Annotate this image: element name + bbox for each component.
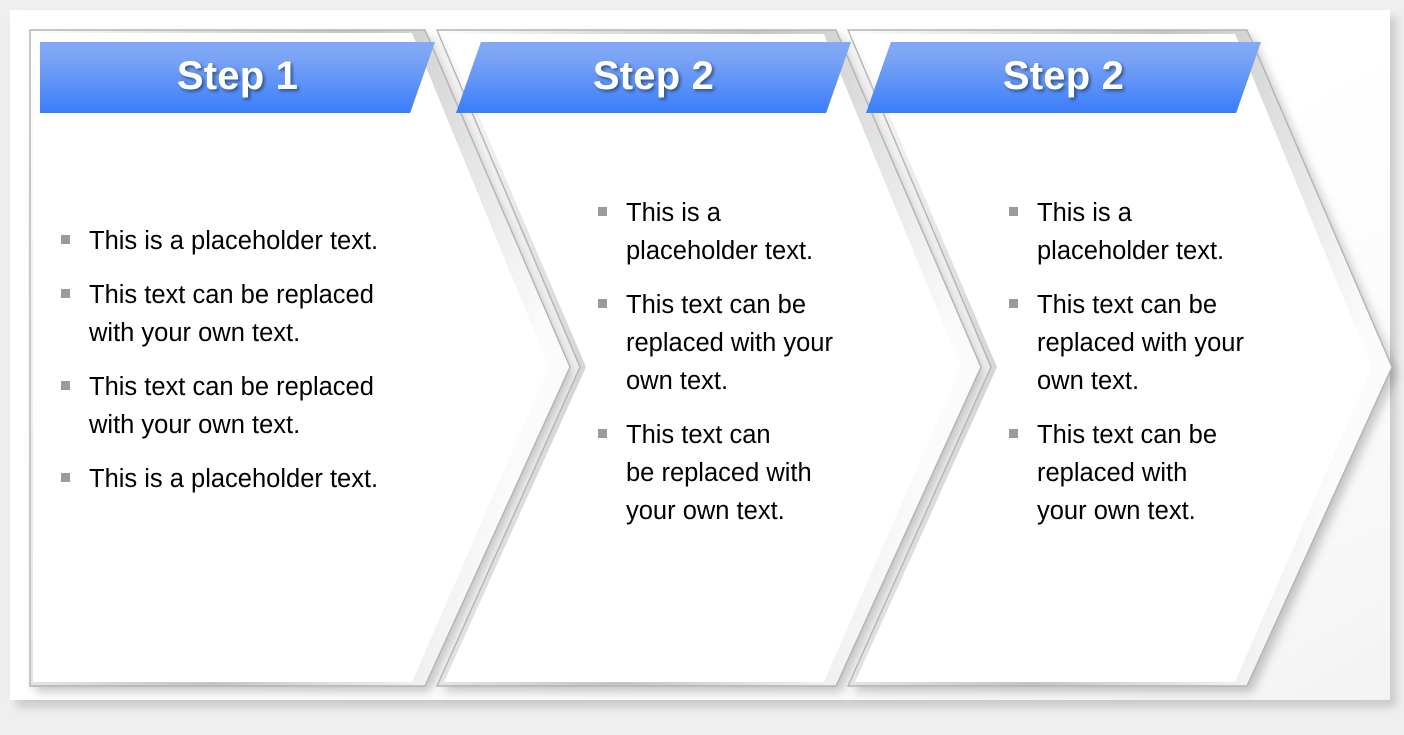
step-1-banner[interactable]: Step 1 xyxy=(40,42,435,113)
step-2-banner-label: Step 2 xyxy=(592,54,715,98)
list-item[interactable]: This text can be replaced with your own … xyxy=(57,368,437,444)
bullet-text: This is a placeholder text. xyxy=(1037,199,1225,265)
step-2-banner[interactable]: Step 2 xyxy=(456,42,851,113)
list-item[interactable]: This is a placeholder text. xyxy=(57,222,437,260)
list-item[interactable]: This is a placeholder text. xyxy=(57,460,437,498)
chevron-shape-3 xyxy=(846,29,1393,687)
bullet-text: This is a placeholder text. xyxy=(89,465,379,493)
step-3-banner-label: Step 2 xyxy=(1002,54,1125,98)
list-item[interactable]: This text can be replaced with your own … xyxy=(594,416,894,530)
step-3-banner[interactable]: Step 2 xyxy=(866,42,1261,113)
square-bullet-icon xyxy=(1009,207,1018,216)
bullet-text: This text can be replaced with your own … xyxy=(626,421,812,525)
square-bullet-icon xyxy=(61,381,70,390)
square-bullet-icon xyxy=(598,299,607,308)
bullet-text: This text can be replaced with your own … xyxy=(1037,291,1244,395)
step-3-bullet-list: This is a placeholder text. This text ca… xyxy=(1005,194,1305,546)
step-1-bullet-list: This is a placeholder text. This text ca… xyxy=(57,222,437,514)
step-1-banner-label: Step 1 xyxy=(176,54,299,98)
list-item[interactable]: This text can be replaced with your own … xyxy=(594,286,894,400)
chevron-shape-2 xyxy=(435,29,982,687)
list-item[interactable]: This text can be replaced with your own … xyxy=(57,276,437,352)
square-bullet-icon xyxy=(61,289,70,298)
bullet-text: This is a placeholder text. xyxy=(626,199,814,265)
step-2-bullet-list: This is a placeholder text. This text ca… xyxy=(594,194,894,546)
list-item[interactable]: This is a placeholder text. xyxy=(1005,194,1305,270)
square-bullet-icon xyxy=(61,235,70,244)
square-bullet-icon xyxy=(1009,299,1018,308)
square-bullet-icon xyxy=(598,429,607,438)
square-bullet-icon xyxy=(61,473,70,482)
bullet-text: This is a placeholder text. xyxy=(89,227,379,255)
bullet-text: This text can be replaced with your own … xyxy=(626,291,833,395)
bullet-text: This text can be replaced with your own … xyxy=(89,281,374,347)
chevron-shape-1 xyxy=(29,29,571,687)
list-item[interactable]: This is a placeholder text. xyxy=(594,194,894,270)
list-item[interactable]: This text can be replaced with your own … xyxy=(1005,286,1305,400)
list-item[interactable]: This text can be replaced with your own … xyxy=(1005,416,1305,530)
bullet-text: This text can be replaced with your own … xyxy=(1037,421,1218,525)
square-bullet-icon xyxy=(598,207,607,216)
bullet-text: This text can be replaced with your own … xyxy=(89,373,374,439)
square-bullet-icon xyxy=(1009,429,1018,438)
